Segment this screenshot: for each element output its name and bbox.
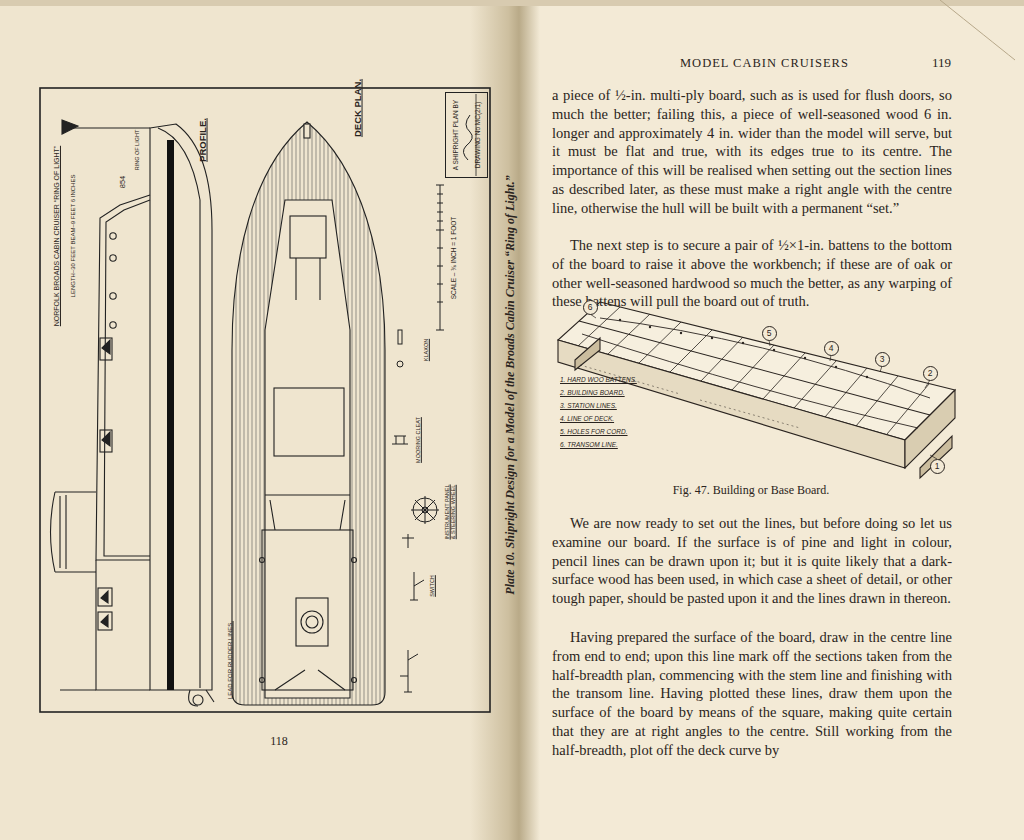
callout-circle: 5 (762, 326, 777, 341)
page-number: 119 (932, 56, 951, 71)
callout-number: 4 (829, 344, 834, 353)
dimension-note: LENGTH–30 FEET BEAM–9 FEET 6 INCHES (70, 175, 77, 298)
view-title: PROFILE. (198, 118, 209, 162)
scale-note: SCALE – ⅜ INCH = 1 FOOT (450, 217, 457, 300)
plan-credit: A SHIPRIGHT PLAN BY (452, 94, 460, 176)
title-block-text: A SHIPRIGHT PLAN BY DRAWING No MC(2/1) (452, 94, 482, 176)
figure-key: 2. BUILDING BOARD. (560, 389, 625, 396)
hull-name: RING OF LIGHT (134, 130, 140, 171)
part-name: MOORING CLEAT (415, 417, 421, 463)
page-number: 118 (270, 735, 288, 749)
callout-circle: 1 (930, 459, 945, 474)
running-head: MODEL CABIN CRUISERS (680, 56, 849, 70)
body-paragraph: a piece of ½-in. multi-ply board, such a… (552, 86, 952, 218)
callout-number: 6 (588, 303, 593, 312)
drawing-number: DRAWING No MC(2/1) (474, 94, 482, 176)
callout-number: 2 (928, 369, 933, 378)
figure-key: 1. HARD WOO BATTENS. (560, 376, 637, 383)
callout-number: 1 (935, 462, 940, 471)
part-name: KLAXON (423, 339, 429, 361)
part-name: SWITCH (429, 575, 435, 597)
figure-key: 5. HOLES FOR CORD. (560, 428, 628, 435)
callout-circle: 6 (583, 300, 598, 315)
view-title: DECK PLAN. (353, 79, 364, 137)
callout-circle: 3 (875, 352, 890, 367)
figure-key: 3. STATION LINES. (560, 402, 617, 409)
callout-number: 3 (880, 355, 885, 364)
plate-caption: Plate 10. Shipright Design for a Model o… (504, 175, 518, 594)
plan-title: NORFOLK BROADS CABIN CRUISER “RING OF LI… (53, 146, 61, 326)
body-paragraph: The next step is to secure a pair of ½×1… (552, 236, 952, 311)
title-block: A SHIPRIGHT PLAN BY DRAWING No MC(2/1) (445, 92, 488, 178)
sail-number: 854 (119, 176, 128, 189)
figure-key: 6. TRANSOM LINE. (560, 441, 618, 448)
callout-circle: 2 (923, 366, 938, 381)
callout-circle: 4 (824, 341, 839, 356)
part-name: INSTRUMENT PANEL & STEERING WHEEL (444, 482, 457, 542)
callout-number: 5 (767, 329, 772, 338)
body-paragraph: We are now ready to set out the lines, b… (552, 514, 952, 608)
figure-key: 4. LINE OF DECK. (560, 415, 614, 422)
body-paragraph: Having prepared the surface of the board… (552, 628, 952, 760)
part-name: LEAD FOR RUDDER LINES. (227, 621, 234, 699)
figure-caption: Fig. 47. Building or Base Board. (620, 484, 882, 498)
